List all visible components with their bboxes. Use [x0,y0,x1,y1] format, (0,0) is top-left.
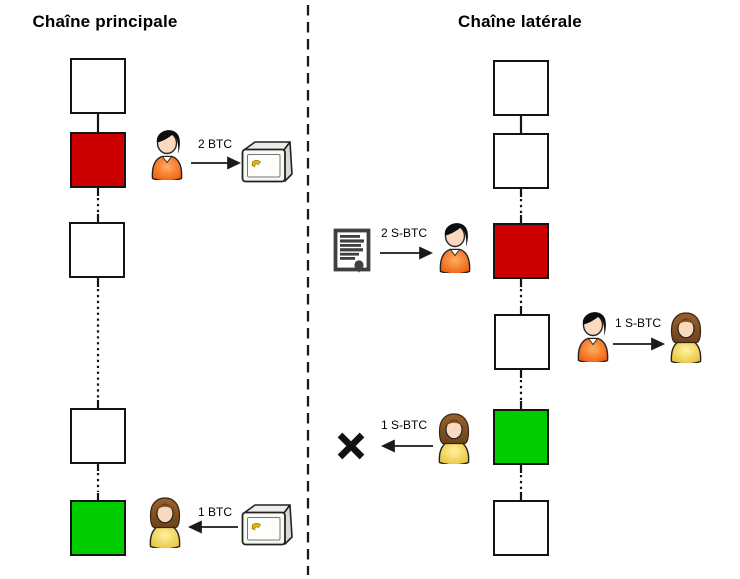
main-chain-title: Chaîne principale [32,12,178,31]
x-destroy-icon [336,431,366,461]
side-chain-block-3-red [493,223,549,279]
main-chain-block-1 [70,58,126,114]
arrow-right-icon [419,246,433,260]
transaction-arrows [188,156,665,534]
man-icon [436,221,474,273]
side-chain-title: Chaîne latérale [458,12,582,31]
arrow-right-icon [651,337,665,351]
side-chain-block-4 [494,314,550,370]
woman-icon [435,412,473,464]
main-chain-block-5-green [70,500,126,556]
amount-label: 2 BTC [197,137,232,151]
safe-icon [240,140,294,184]
man-icon [148,128,186,180]
certificate-icon [332,227,372,273]
arrow-left-icon [381,439,395,453]
man-icon [574,310,612,362]
woman-icon [146,496,184,548]
amount-label: 1 S-BTC [614,316,661,330]
arrow-right-icon [227,156,241,170]
side-chain-block-5-green [493,409,549,465]
amount-label: 1 BTC [197,505,232,519]
side-chain-block-1 [493,60,549,116]
main-chain-block-4 [70,408,126,464]
side-chain-block-6 [493,500,549,556]
main-chain-block-2-red [70,132,126,188]
side-chain-block-2 [493,133,549,189]
woman-icon [667,311,705,363]
amount-label: 2 S-BTC [380,226,427,240]
amount-label: 1 S-BTC [380,418,427,432]
safe-icon [240,503,294,547]
main-chain-block-3 [69,222,125,278]
arrow-left-icon [188,520,202,534]
